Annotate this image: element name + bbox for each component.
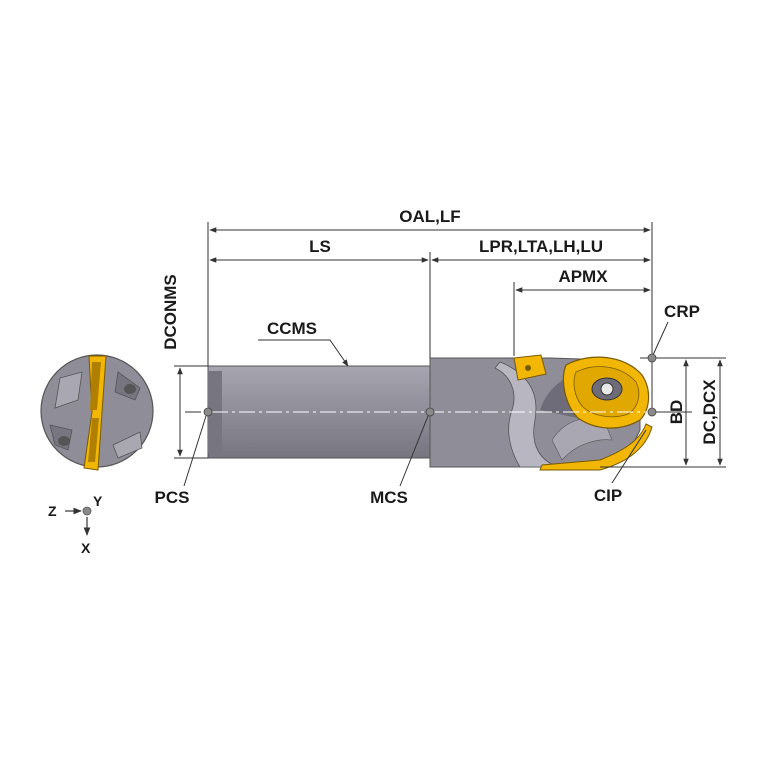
label-oal-lf: OAL,LF [399,207,460,226]
axis-indicator: Z Y X [48,493,103,556]
label-mcs: MCS [370,488,408,507]
label-bd: BD [667,400,686,425]
label-pcs: PCS [155,488,190,507]
axis-origin [82,506,92,516]
mcs-point [425,407,435,417]
axis-z-label: Z [48,503,57,519]
cip-point [647,407,657,417]
label-dc-dcx: DC,DCX [700,379,719,445]
side-view [185,354,660,471]
label-lpr-group: LPR,LTA,LH,LU [479,237,603,256]
labels: OAL,LF LS LPR,LTA,LH,LU APMX CRP CCMS DC… [155,207,719,507]
label-cip: CIP [594,486,622,505]
insert-screw [600,382,614,396]
dimensions [174,222,726,487]
end-view [40,354,154,471]
label-apmx: APMX [558,267,608,286]
label-dconms: DCONMS [161,274,180,350]
label-ls: LS [309,237,331,256]
reference-points [203,353,657,417]
crp-point [647,353,657,363]
axis-y-label: Y [93,493,103,509]
label-crp: CRP [664,302,700,321]
axis-x-label: X [81,540,91,556]
label-ccms: CCMS [267,319,317,338]
pcs-point [203,407,213,417]
